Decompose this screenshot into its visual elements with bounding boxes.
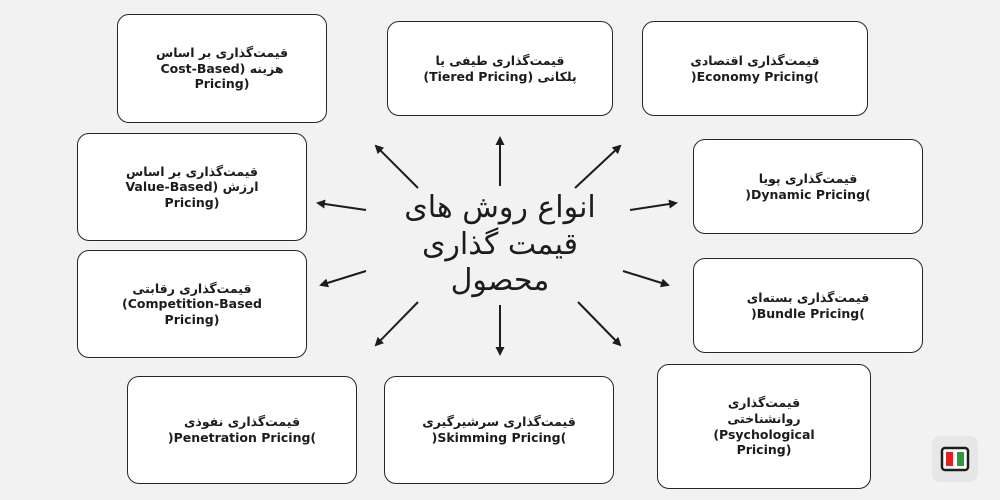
brand-logo (932, 436, 978, 482)
arrow-to-dynamic (629, 199, 678, 211)
diagram-title: انواع روش های قیمت گذاری محصول (404, 190, 596, 299)
box-economy-label: قیمت‌گذاری اقتصادی (Economy Pricing) (690, 52, 820, 84)
arrow-to-economy (574, 144, 622, 189)
arrow-to-psychological (577, 301, 622, 347)
arrow-to-bundle (622, 270, 670, 288)
box-value-based-label: قیمت‌گذاری بر اساس ارزش (Value-Based Pri… (125, 163, 259, 210)
box-competition-based: قیمت‌گذاری رقابتی (Competition-Based Pri… (77, 250, 307, 358)
box-psychological: قیمت‌گذاری روانشناختی (Psychological Pri… (657, 364, 871, 489)
box-penetration: قیمت‌گذاری نفوذی (Penetration Pricing) (127, 376, 357, 484)
logo-icon (940, 446, 970, 472)
arrow-to-penetration (374, 301, 419, 347)
box-psychological-label: قیمت‌گذاری روانشناختی (Psychological Pri… (713, 395, 815, 458)
box-dynamic-label: قیمت‌گذاری پویا (Dynamic Pricing) (745, 170, 871, 202)
box-cost-based-label: قیمت‌گذاری بر اساس هزینه (Cost-Based Pri… (155, 45, 289, 92)
arrow-to-cost-based (374, 144, 419, 189)
box-competition-based-label: قیمت‌گذاری رقابتی (Competition-Based Pri… (122, 280, 262, 327)
arrow-to-competition-based (319, 270, 367, 288)
box-skimming: قیمت‌گذاری سرشیرگیری (Skimming Pricing) (384, 376, 614, 484)
box-cost-based: قیمت‌گذاری بر اساس هزینه (Cost-Based Pri… (117, 14, 327, 123)
box-dynamic: قیمت‌گذاری پویا (Dynamic Pricing) (693, 139, 923, 234)
box-economy: قیمت‌گذاری اقتصادی (Economy Pricing) (642, 21, 868, 116)
box-skimming-label: قیمت‌گذاری سرشیرگیری (Skimming Pricing) (422, 414, 576, 445)
box-bundle-label: قیمت‌گذاری بسته‌ای (Bundle Pricing) (746, 289, 870, 321)
box-tiered-label: قیمت‌گذاری طیفی یا پلکانی (Tiered Pricin… (423, 52, 577, 84)
box-tiered: قیمت‌گذاری طیفی یا پلکانی (Tiered Pricin… (387, 21, 613, 116)
box-bundle: قیمت‌گذاری بسته‌ای (Bundle Pricing) (693, 258, 923, 353)
box-value-based: قیمت‌گذاری بر اساس ارزش (Value-Based Pri… (77, 133, 307, 241)
box-penetration-label: قیمت‌گذاری نفوذی (Penetration Pricing) (167, 414, 317, 445)
arrow-to-value-based (316, 199, 367, 211)
